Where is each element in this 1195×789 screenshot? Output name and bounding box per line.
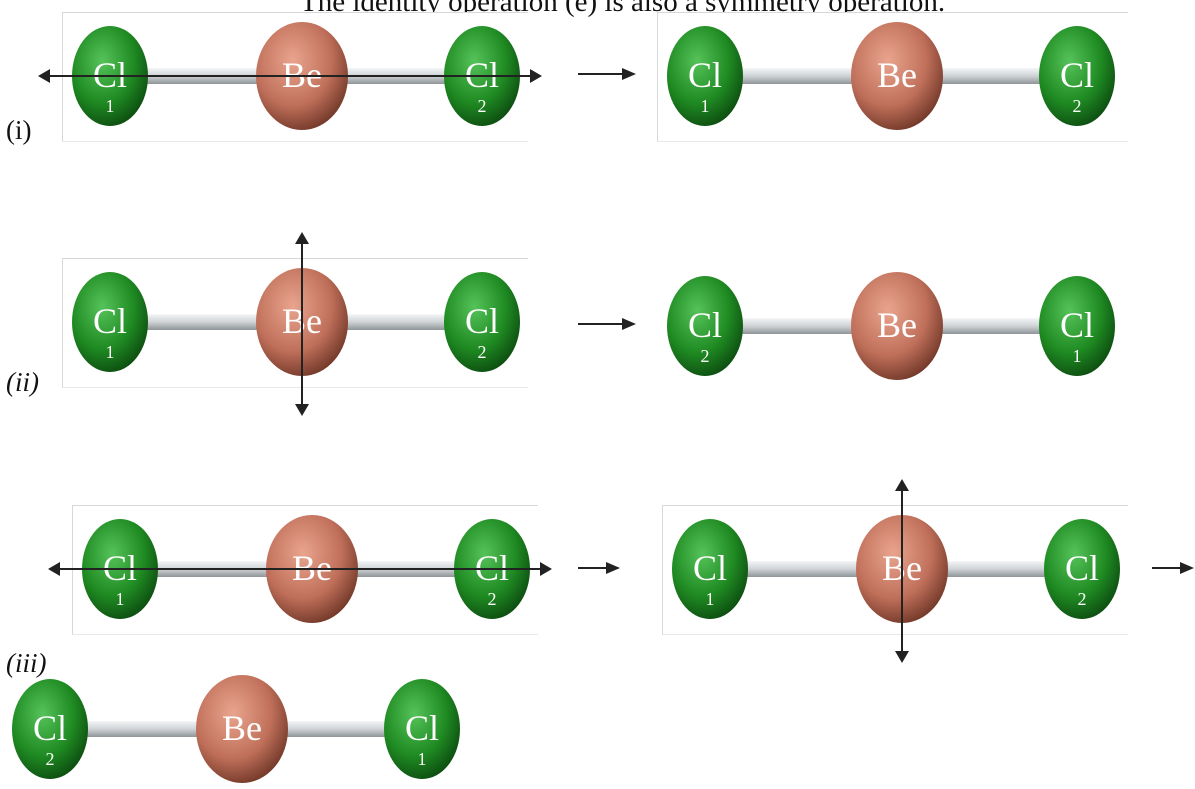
atom-cl-right: Cl2 — [444, 272, 520, 372]
atom-cl-left-number: 1 — [106, 96, 115, 116]
row-label-i: (i) — [6, 115, 32, 145]
atom-cl-right-number: 2 — [488, 589, 497, 609]
atom-cl-right: Cl2 — [1044, 519, 1120, 619]
rotation-axis-vertical — [295, 232, 309, 416]
atom-cl-right-number: 1 — [418, 749, 427, 769]
atom-be: Be — [196, 675, 288, 783]
atom-cl-left: Cl1 — [667, 26, 743, 126]
atom-cl-right: Cl1 — [384, 679, 460, 779]
atom-be-symbol: Be — [877, 55, 917, 95]
row-label-iii: (iii) — [6, 648, 47, 678]
atom-cl-right-number: 2 — [478, 342, 487, 362]
atom-cl-left-number: 2 — [701, 346, 710, 366]
rotation-axis-horizontal — [48, 562, 552, 576]
atom-cl-left-symbol: Cl — [93, 301, 127, 341]
atom-cl-left-number: 1 — [701, 96, 710, 116]
rotation-axis-vertical — [895, 479, 909, 663]
atom-cl-right-number: 2 — [1078, 589, 1087, 609]
atom-cl-right-number: 2 — [478, 96, 487, 116]
atom-cl-left: Cl2 — [667, 276, 743, 376]
step-arrow-row3b — [1152, 562, 1194, 574]
atom-cl-right-symbol: Cl — [1060, 305, 1094, 345]
atom-cl-left: Cl1 — [672, 519, 748, 619]
atom-cl-right: Cl2 — [1039, 26, 1115, 126]
atom-cl-right-number: 2 — [1073, 96, 1082, 116]
atom-cl-right-number: 1 — [1073, 346, 1082, 366]
step-arrow-row2 — [578, 318, 636, 330]
step-arrow-row3a — [578, 562, 620, 574]
atom-cl-left-number: 1 — [706, 589, 715, 609]
atom-be: Be — [851, 272, 943, 380]
atom-cl-left-symbol: Cl — [33, 708, 67, 748]
rotation-axis-horizontal — [38, 69, 542, 83]
atom-cl-right-symbol: Cl — [465, 301, 499, 341]
atom-cl-left-number: 1 — [106, 342, 115, 362]
atom-be-symbol: Be — [877, 305, 917, 345]
atom-cl-left-symbol: Cl — [688, 55, 722, 95]
step-arrow-row1 — [578, 68, 636, 80]
atom-cl-left-number: 1 — [116, 589, 125, 609]
atom-cl-right-symbol: Cl — [405, 708, 439, 748]
row-label-ii: (ii) — [6, 367, 39, 397]
atom-be-symbol: Be — [222, 708, 262, 748]
atom-cl-left: Cl2 — [12, 679, 88, 779]
atom-cl-left-number: 2 — [46, 749, 55, 769]
atom-cl-right-symbol: Cl — [1065, 548, 1099, 588]
atom-cl-right-symbol: Cl — [1060, 55, 1094, 95]
atom-be: Be — [851, 22, 943, 130]
atom-cl-left-symbol: Cl — [688, 305, 722, 345]
atom-cl-left-symbol: Cl — [693, 548, 727, 588]
atom-cl-left: Cl1 — [72, 272, 148, 372]
atom-cl-right: Cl1 — [1039, 276, 1115, 376]
